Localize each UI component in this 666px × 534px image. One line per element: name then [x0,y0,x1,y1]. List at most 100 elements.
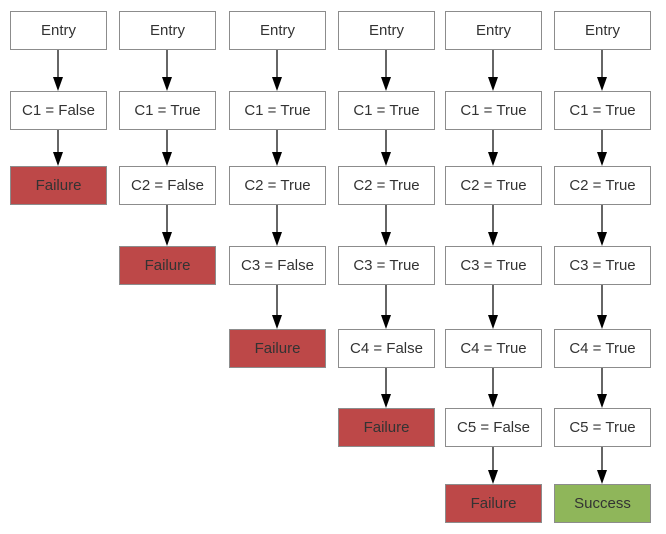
node-label: C5 = False [457,419,530,436]
node-label: C3 = False [241,257,314,274]
arrow-head [381,394,391,408]
node-box [554,408,651,447]
node-box [338,408,435,447]
node-label: Failure [36,177,82,194]
node-box [229,166,326,205]
flow-arrow [488,205,498,246]
flow-arrow [597,447,607,484]
arrow-head [53,152,63,166]
arrow-head [381,152,391,166]
node-c4-true: C4 = True [554,329,651,368]
arrow-head [381,315,391,329]
flow-arrow [488,50,498,91]
node-label: Entry [41,22,77,39]
node-box [119,91,216,130]
node-label: C4 = False [350,340,423,357]
arrow-head [272,77,282,91]
node-c2-true: C2 = True [554,166,651,205]
node-entry: Entry [229,11,326,50]
node-box [445,408,542,447]
node-label: Entry [150,22,186,39]
node-label: C1 = False [22,102,95,119]
arrow-head [597,470,607,484]
node-c1-true: C1 = True [119,91,216,130]
node-box [119,246,216,285]
node-failure: Failure [229,329,326,368]
node-box [445,166,542,205]
arrow-head [488,77,498,91]
flow-arrow [597,205,607,246]
arrow-head [488,152,498,166]
arrow-head [381,232,391,246]
node-box [554,166,651,205]
node-entry: Entry [10,11,107,50]
node-c2-true: C2 = True [445,166,542,205]
node-label: C2 = True [244,177,310,194]
node-label: C2 = True [460,177,526,194]
flow-arrow [488,130,498,166]
flow-arrow [597,368,607,408]
node-label: C2 = True [353,177,419,194]
arrow-head [597,232,607,246]
arrow-head [597,315,607,329]
arrow-head [272,152,282,166]
node-box [10,166,107,205]
node-c5-false: C5 = False [445,408,542,447]
arrow-head [53,77,63,91]
arrow-head [597,77,607,91]
flow-arrow [381,368,391,408]
node-box [554,246,651,285]
node-box [338,329,435,368]
node-label: Entry [476,22,512,39]
flow-arrow [488,285,498,329]
arrow-head [162,232,172,246]
node-c4-false: C4 = False [338,329,435,368]
node-label: Success [574,495,631,512]
node-label: C4 = True [460,340,526,357]
node-c1-false: C1 = False [10,91,107,130]
flow-arrow [597,50,607,91]
node-entry: Entry [119,11,216,50]
node-label: Failure [255,340,301,357]
arrow-head [488,394,498,408]
node-label: Entry [260,22,296,39]
flow-arrow [53,50,63,91]
node-c3-true: C3 = True [445,246,542,285]
node-label: C2 = True [569,177,635,194]
node-box [338,246,435,285]
node-c1-true: C1 = True [229,91,326,130]
node-box [338,166,435,205]
node-box [229,246,326,285]
flow-arrow [381,205,391,246]
node-failure: Failure [119,246,216,285]
node-c5-true: C5 = True [554,408,651,447]
flow-arrow [162,50,172,91]
node-label: Failure [471,495,517,512]
node-label: Entry [369,22,405,39]
arrow-head [488,315,498,329]
flow-arrow [488,447,498,484]
node-label: C1 = True [569,102,635,119]
flow-arrow [272,205,282,246]
arrow-head [597,152,607,166]
node-label: C1 = True [244,102,310,119]
node-label: C3 = True [460,257,526,274]
node-c1-true: C1 = True [445,91,542,130]
flow-column-5: Entry C1 = True C2 = True C3 = True C4 = Tru… [445,11,542,523]
node-box [554,484,651,523]
arrow-head [272,232,282,246]
flow-arrow [381,50,391,91]
flow-arrow [272,50,282,91]
node-label: Entry [585,22,621,39]
node-entry: Entry [445,11,542,50]
node-c1-true: C1 = True [554,91,651,130]
node-box [119,11,216,50]
node-c2-true: C2 = True [338,166,435,205]
node-c4-true: C4 = True [445,329,542,368]
node-label: C4 = True [569,340,635,357]
node-label: Failure [364,419,410,436]
arrow-head [272,315,282,329]
